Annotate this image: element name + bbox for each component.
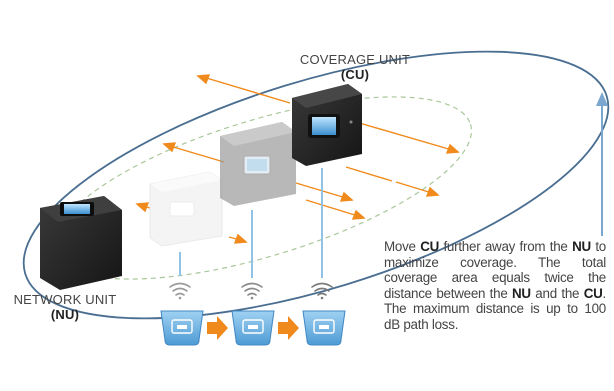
description-text: Move CU further away from the NU to maxi… (384, 239, 607, 332)
coverage-ellipse (22, 50, 610, 320)
coverage-unit-title: COVERAGE UNIT (299, 52, 411, 67)
signal-box-3 (302, 310, 346, 346)
network-unit-router (40, 196, 122, 290)
wifi-icon (169, 282, 191, 300)
arrow-right-icon (278, 316, 299, 340)
arrow-up-icon (596, 92, 608, 106)
coverage-unit-label: COVERAGE UNIT (CU) (255, 52, 455, 82)
wifi-icon (241, 282, 263, 300)
router-icon (292, 84, 362, 166)
coverage-unit-abbr: (CU) (340, 67, 370, 82)
router-ghost-light (149, 171, 223, 247)
network-unit-title: NETWORK UNIT (13, 292, 117, 307)
network-unit-label: NETWORK UNIT (NU) (0, 292, 130, 322)
arrow-right-icon (207, 316, 228, 340)
link-lines (179, 168, 323, 278)
router-ghost-gray (220, 122, 296, 206)
signal-box-2 (231, 310, 275, 346)
signal-box-1 (160, 310, 204, 346)
coverage-arrows (135, 74, 460, 244)
wifi-icon (311, 282, 333, 300)
network-unit-abbr: (NU) (50, 307, 80, 322)
